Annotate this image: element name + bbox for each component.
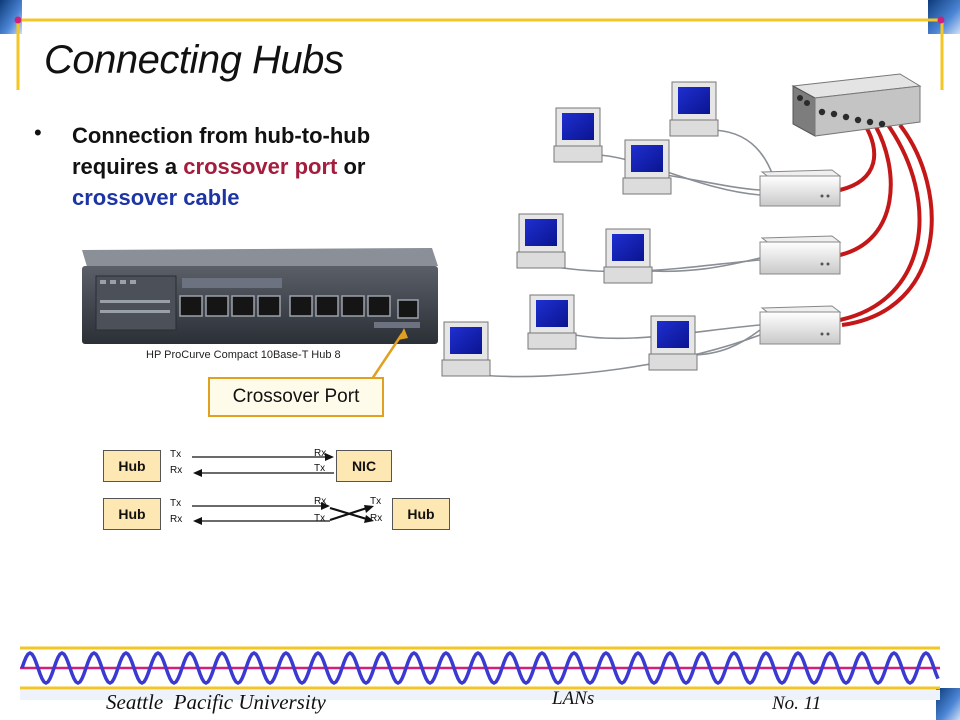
bullet-text: Connection from hub-to-hub requires a cr… <box>72 120 412 213</box>
callout-pointer <box>370 333 404 380</box>
computer-icon-3 <box>669 81 719 137</box>
hp-procurve-hub-photo <box>82 248 438 344</box>
bullet-text-part1: Connection from hub-to-hub requires a <box>72 123 371 179</box>
corner-top-right <box>928 0 960 34</box>
wiring-top-left-signal-1: Tx <box>170 449 182 460</box>
corner-dot-left <box>14 16 22 24</box>
slide-title: Connecting Hubs <box>44 38 344 82</box>
computer-icon-2 <box>622 139 672 195</box>
network-cables <box>479 129 776 378</box>
wiring-bottom-right-node: Hub <box>392 498 450 530</box>
wiring-top-left-signal-2: Rx <box>170 465 183 476</box>
highlight-crossover-cable: crossover cable <box>72 185 240 210</box>
bullet-marker: • <box>34 120 42 145</box>
small-hub-icon-3 <box>759 305 842 345</box>
corner-dot-right <box>937 16 945 24</box>
wiring-bottom-left-signal-2: Rx <box>170 514 183 525</box>
wiring-bottom-left-signal-1: Tx <box>170 498 182 509</box>
wiring-top-right-signal-2: Tx <box>314 463 326 474</box>
wiring-bottom-mid-signal-1: Rx <box>314 496 327 507</box>
wiring-bottom-mid-signal-2: Tx <box>314 513 326 524</box>
callout-arrowhead <box>398 328 408 340</box>
bullet-text-part2: or <box>337 154 366 179</box>
wiring-top-right-signal-1: Rx <box>314 448 327 459</box>
footer-university-initial: S <box>106 690 117 714</box>
hub-rj45-ports <box>179 295 419 319</box>
computer-icon-6 <box>527 294 577 350</box>
footer-page-number: No. 11 <box>772 693 822 714</box>
wiring-bottom-right-signal-2: Rx <box>370 513 383 524</box>
wiring-arrows <box>192 453 334 525</box>
wiring-bottom-left-node: Hub <box>103 498 161 530</box>
highlight-crossover-port: crossover port <box>183 154 338 179</box>
computer-icon-4 <box>516 213 566 269</box>
footer-university: Seattle Pacific University <box>106 690 326 715</box>
wiring-top-right-node: NIC <box>336 450 392 482</box>
footer-university-rest: eattle Pacific University <box>116 690 326 714</box>
small-hub-icon-2 <box>759 235 842 275</box>
computer-icon-1 <box>553 107 603 163</box>
crossover-cross <box>329 505 374 523</box>
wiring-bottom-right-signal-1: Tx <box>370 496 382 507</box>
computer-icon-5 <box>603 228 653 284</box>
computer-icon-8 <box>441 321 491 377</box>
wiring-top-left-node: Hub <box>103 450 161 482</box>
hub-photo-caption: HP ProCurve Compact 10Base-T Hub 8 <box>146 349 341 361</box>
footer-topic: LANs <box>552 688 595 709</box>
footer-wave-band <box>20 646 940 700</box>
computer-icon-7 <box>648 315 698 371</box>
small-hub-icon-1 <box>759 169 842 207</box>
crossover-port-callout: Crossover Port <box>208 377 384 417</box>
master-hub-icon <box>791 73 922 137</box>
red-crossover-cables <box>839 123 934 327</box>
